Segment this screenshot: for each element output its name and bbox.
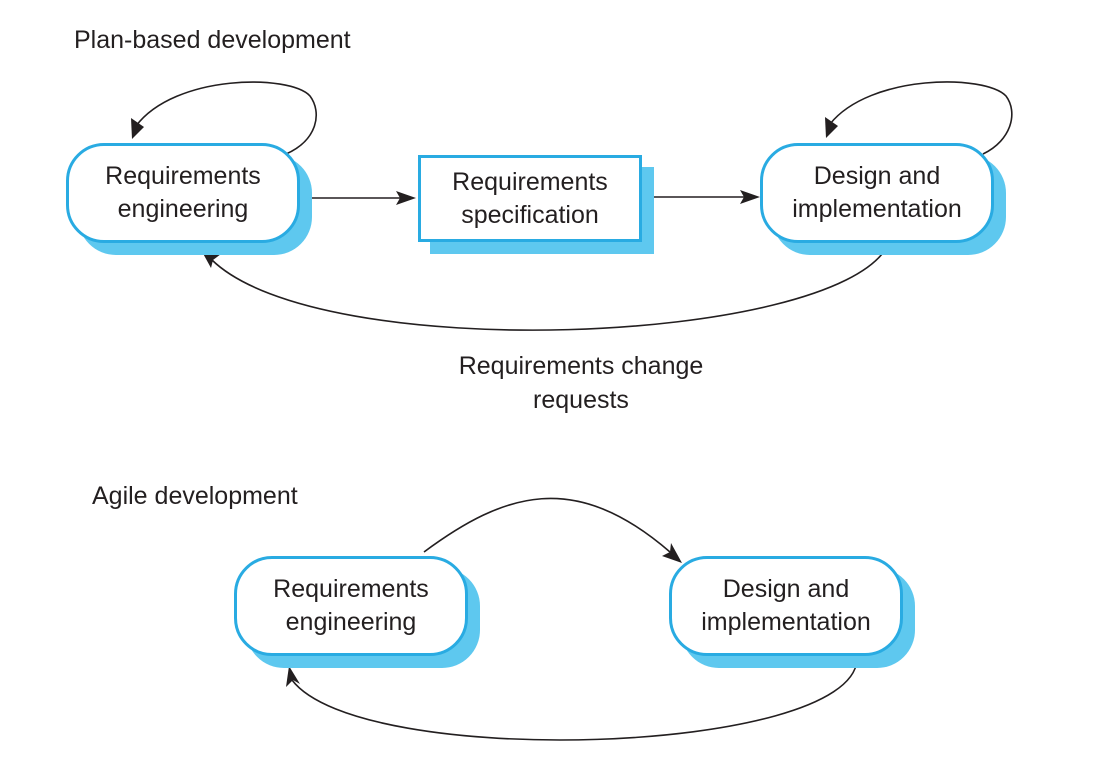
agile-title: Agile development <box>92 482 298 510</box>
agile-design-to-eng-line <box>291 659 858 741</box>
agile-requirements-engineering-node: Requirements engineering <box>234 556 480 668</box>
node-face: Requirements specification <box>418 155 642 242</box>
change-requests-label: Requirements change requests <box>458 352 704 414</box>
agile-design-implementation-node: Design and implementation <box>669 556 915 668</box>
node-label: Requirements specification <box>452 167 608 229</box>
plan-spec-to-design-arrowhead <box>740 190 760 204</box>
plan-change-requests-line <box>211 246 888 331</box>
agile-eng-to-design-arrowhead <box>662 543 682 563</box>
node-face: Requirements engineering <box>66 143 300 243</box>
plan-requirements-specification-node: Requirements specification <box>418 155 654 254</box>
node-face: Design and implementation <box>760 143 994 243</box>
plan-design-implementation-node: Design and implementation <box>760 143 1006 255</box>
plan-design-self-loop-arrowhead <box>825 117 838 138</box>
node-face: Design and implementation <box>669 556 903 656</box>
agile-design-to-eng-arrowhead <box>286 666 300 687</box>
node-label: Design and implementation <box>701 575 871 636</box>
plan-based-title: Plan-based development <box>74 26 351 54</box>
plan-req-eng-self-loop-arrowhead <box>131 118 144 139</box>
node-face: Requirements engineering <box>234 556 468 656</box>
agile-eng-to-design-line <box>423 497 671 553</box>
node-label: Requirements engineering <box>273 575 429 636</box>
node-label: Design and implementation <box>792 162 962 223</box>
plan-requirements-engineering-node: Requirements engineering <box>66 143 312 255</box>
plan-eng-to-spec-arrowhead <box>396 191 416 205</box>
node-label: Requirements engineering <box>105 162 261 223</box>
